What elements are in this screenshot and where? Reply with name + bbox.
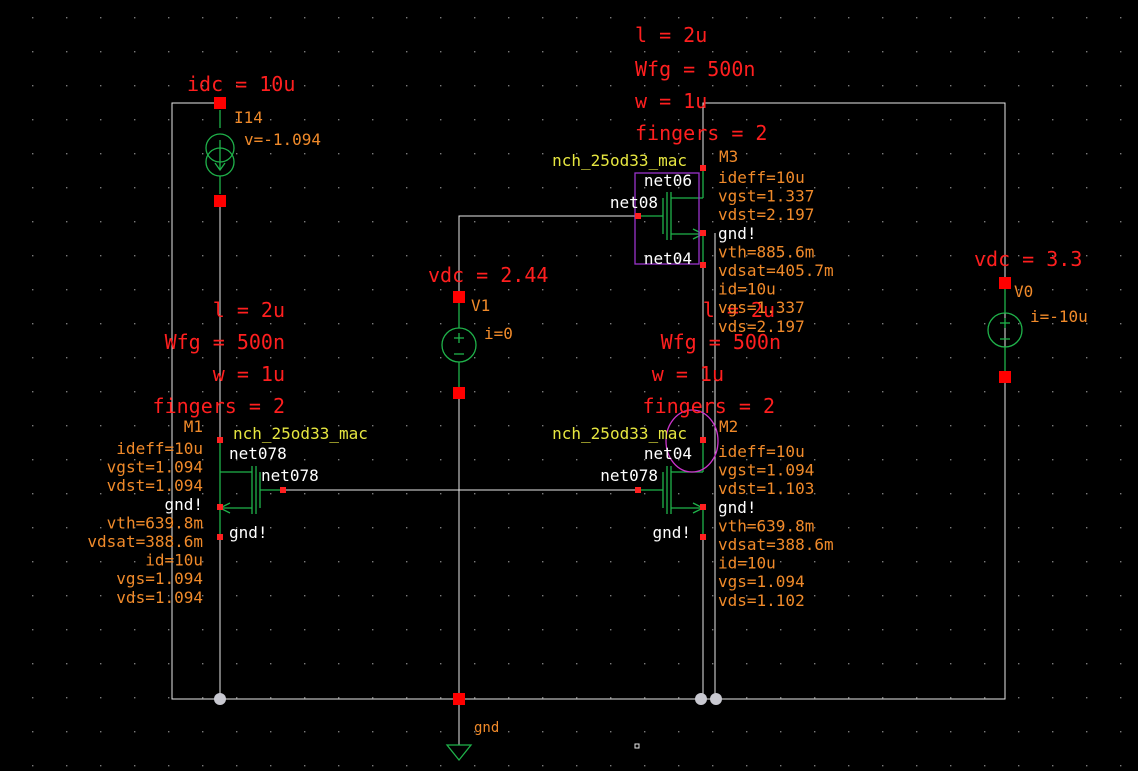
m2-op-annotations: ideff=10uvgst=1.094vdst=1.103gnd!vth=639… <box>718 442 834 610</box>
m1-op-annotations: ideff=10uvgst=1.094vdst=1.094gnd!vth=639… <box>87 439 203 607</box>
m3-instance-label: M3 <box>719 147 738 166</box>
pin-v0-bottom[interactable] <box>999 371 1011 383</box>
wire-net08[interactable] <box>458 215 638 297</box>
m2-op-line: vgst=1.094 <box>718 461 814 480</box>
m3-source-net: net04 <box>644 249 692 268</box>
m2-op-line: vds=1.102 <box>718 591 805 610</box>
voltage-source-v1[interactable] <box>441 303 477 388</box>
pin-v1-top[interactable] <box>453 291 465 303</box>
nmos-m1[interactable] <box>218 440 283 537</box>
cursor-marker <box>634 743 640 749</box>
m1-op-line: vgs=1.094 <box>116 569 203 588</box>
m1-bulk-net: gnd! <box>229 523 268 542</box>
v0-op-current: i=-10u <box>1030 307 1088 326</box>
m3-param-fingers: fingers = 2 <box>635 121 767 145</box>
m1-param-w: w = 1u <box>213 362 285 386</box>
m1-param-fingers: fingers = 2 <box>153 394 285 418</box>
m2-param-wfg: Wfg = 500n <box>661 330 781 354</box>
m3-op-line: vds=2.197 <box>718 317 805 336</box>
m2-drain-net: net04 <box>644 444 692 463</box>
v0-param-vdc: vdc = 3.3 <box>974 247 1082 271</box>
m2-op-line: vdst=1.103 <box>718 479 814 498</box>
pins <box>214 97 1011 705</box>
m1-gate-net: net078 <box>261 466 319 485</box>
junctions <box>214 693 722 705</box>
v1-param-vdc: vdc = 2.44 <box>428 263 548 287</box>
pin-gnd[interactable] <box>453 693 465 705</box>
i14-param-idc: idc = 10u <box>187 72 295 96</box>
m3-op-line: vgst=1.337 <box>718 187 814 206</box>
m1-param-wfg: Wfg = 500n <box>165 330 285 354</box>
m2-param-w: w = 1u <box>652 362 724 386</box>
small-pins <box>217 165 706 540</box>
m3-drain-net: net06 <box>644 171 692 190</box>
m1-op-line: vds=1.094 <box>116 588 203 607</box>
nmos-m2[interactable] <box>638 440 705 537</box>
pin-i14-top[interactable] <box>214 97 226 109</box>
i14-op-voltage: v=-1.094 <box>244 130 321 149</box>
m2-op-line: vgs=1.094 <box>718 572 805 591</box>
m3-param-l: l = 2u <box>635 23 707 47</box>
voltage-source-v0[interactable] <box>987 289 1023 372</box>
i14-arrow-icon <box>214 140 226 172</box>
m2-op-line: vdsat=388.6m <box>718 535 834 554</box>
m1-op-line: vgst=1.094 <box>107 458 203 477</box>
m1-op-line: ideff=10u <box>116 439 203 458</box>
nmos-m3[interactable] <box>638 168 705 265</box>
m2-op-line: vth=639.8m <box>718 516 814 535</box>
pin-i14-bottom[interactable] <box>214 195 226 207</box>
v1-op-current: i=0 <box>484 324 513 343</box>
m1-model-name: nch_25od33_mac <box>233 424 368 443</box>
m1-op-line: vth=639.8m <box>107 513 203 532</box>
m2-gate-net: net078 <box>600 466 658 485</box>
m2-instance-label: M2 <box>719 417 738 436</box>
m1-op-line: vdsat=388.6m <box>87 532 203 551</box>
ground-icon <box>445 744 473 762</box>
m2-bulk-net: gnd! <box>652 523 691 542</box>
m3-op-line: gnd! <box>718 224 757 243</box>
m1-op-line: vdst=1.094 <box>107 476 203 495</box>
m1-param-l: l = 2u <box>213 298 285 322</box>
m2-op-line: gnd! <box>718 498 757 517</box>
m3-param-w: w = 1u <box>635 89 707 113</box>
m2-op-line: ideff=10u <box>718 442 805 461</box>
pin-v1-bottom[interactable] <box>453 387 465 399</box>
m2-model-name: nch_25od33_mac <box>552 424 687 443</box>
m1-op-line: id=10u <box>145 551 203 570</box>
grid-dots <box>32 17 1122 767</box>
m2-op-line: id=10u <box>718 554 776 573</box>
v0-instance-label: V0 <box>1014 282 1033 301</box>
m3-model-name: nch_25od33_mac <box>552 151 687 170</box>
m2-highlight-circle <box>665 409 719 473</box>
i14-instance-label: I14 <box>234 108 263 127</box>
v1-instance-label: V1 <box>471 296 490 315</box>
pin-v0-top[interactable] <box>999 277 1011 289</box>
m3-op-line: ideff=10u <box>718 168 805 187</box>
m1-op-line: gnd! <box>164 495 203 514</box>
m3-gate-net: net08 <box>610 193 658 212</box>
m3-op-annotations: ideff=10uvgst=1.337vdst=2.197gnd!vth=885… <box>718 168 834 336</box>
m3-op-line: vdst=2.197 <box>718 205 814 224</box>
m3-op-line: vgs=1.337 <box>718 298 805 317</box>
m3-param-wfg: Wfg = 500n <box>635 57 755 81</box>
m2-param-fingers: fingers = 2 <box>643 394 775 418</box>
m1-instance-label: M1 <box>184 417 203 436</box>
m2-param-l: l = 2u <box>703 298 775 322</box>
wires <box>171 102 1006 745</box>
gnd-label: gnd <box>474 720 499 736</box>
m3-op-line: vdsat=405.7m <box>718 261 834 280</box>
m3-op-line: vth=885.6m <box>718 242 814 261</box>
m3-op-line: id=10u <box>718 280 776 299</box>
m1-drain-net: net078 <box>229 444 287 463</box>
